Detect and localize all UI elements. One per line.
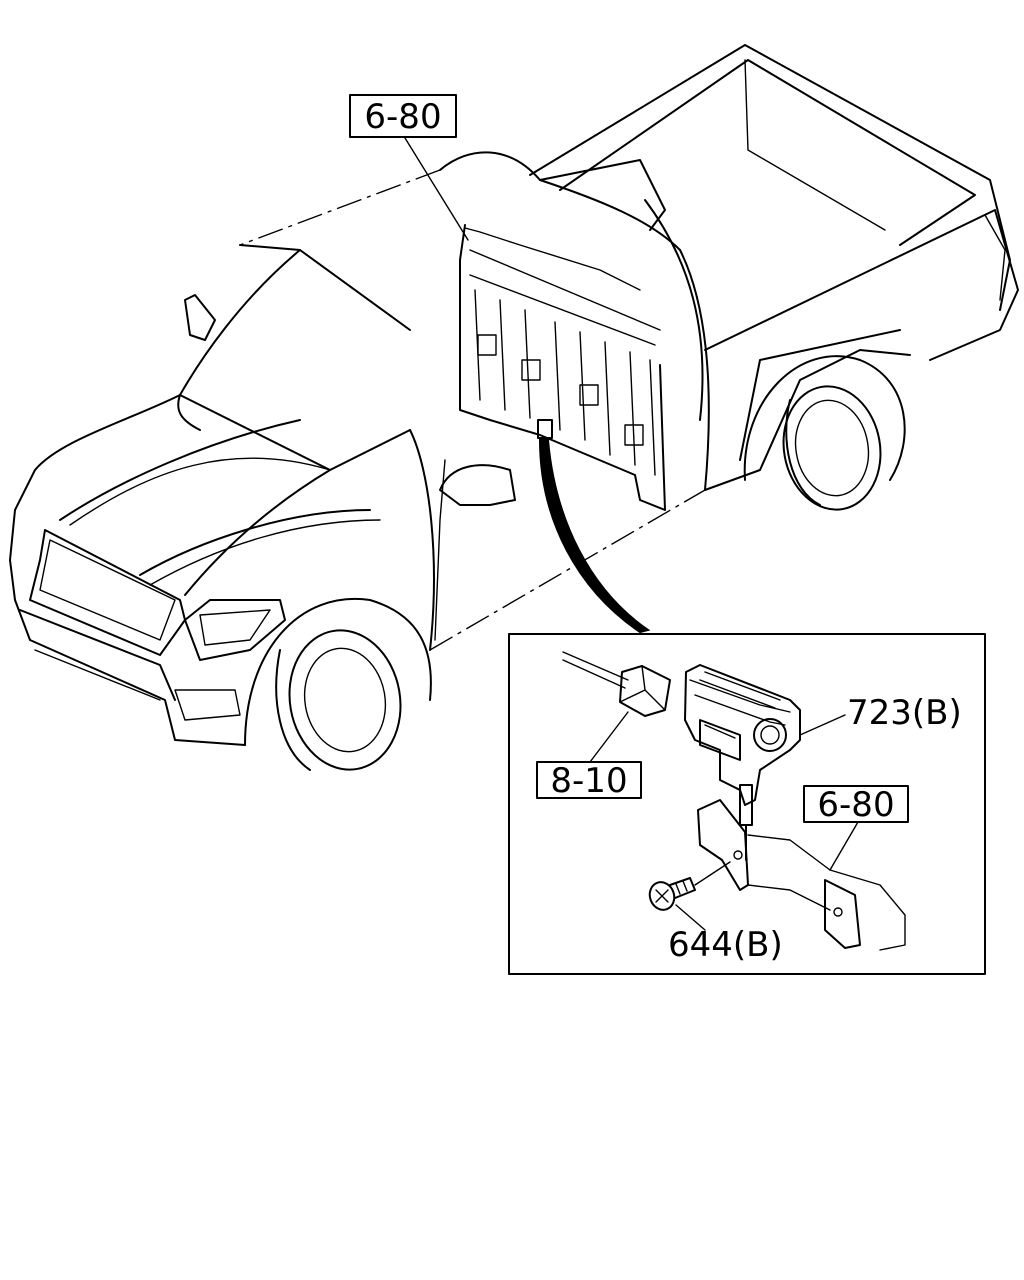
bracket-leader <box>829 821 859 871</box>
bracket <box>697 799 906 951</box>
detail-inset: 8-10 723(B) 6-80 <box>508 633 986 975</box>
bolt-leader <box>675 904 706 931</box>
detail-arrow <box>538 439 651 634</box>
top-ref-label: 6-80 <box>364 97 441 137</box>
top-ref-box <box>349 94 457 138</box>
top-ref-leader <box>404 137 469 241</box>
sensor-part-label: 723(B) <box>847 693 962 733</box>
bracket-ref-box <box>803 785 909 823</box>
bolt-part-label: 644(B) <box>668 925 783 965</box>
bolt <box>648 861 731 911</box>
cab <box>177 151 710 651</box>
detail-frame <box>508 633 986 975</box>
sensor-mount <box>537 419 553 439</box>
pickup-truck <box>9 44 1019 771</box>
rear-panel <box>459 224 666 511</box>
front-end <box>9 394 706 771</box>
connector-ref-label: 8-10 <box>550 761 627 801</box>
cargo-bed <box>529 44 1019 511</box>
sensor <box>684 664 801 826</box>
connector <box>562 651 671 763</box>
sensor-leader <box>799 714 846 736</box>
bracket-ref-label: 6-80 <box>817 785 894 825</box>
connector-ref-box <box>536 761 642 799</box>
